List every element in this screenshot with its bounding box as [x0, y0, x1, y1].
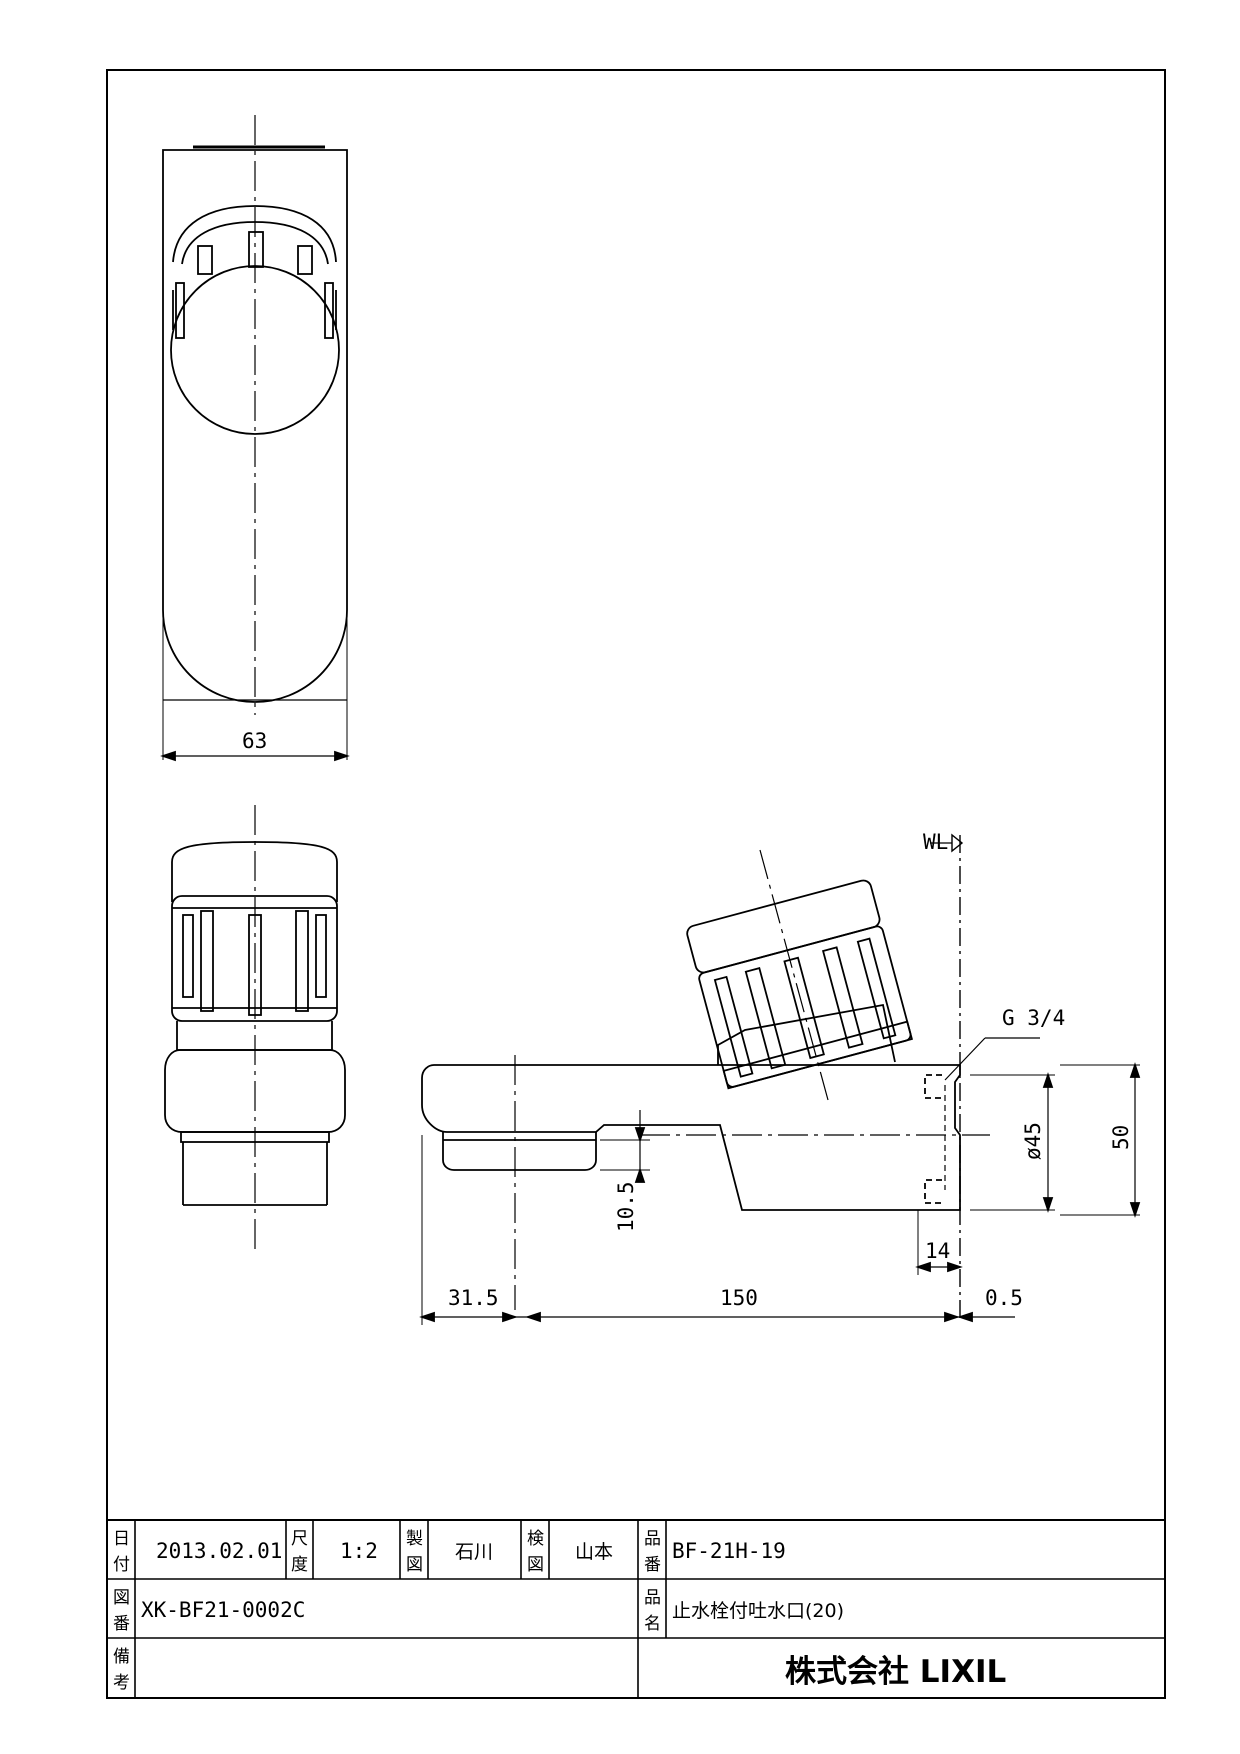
front-view-bottom: [164, 805, 346, 1255]
dim-inlet-14: 14: [925, 1239, 950, 1263]
scale-label-2: 度: [291, 1555, 308, 1575]
drawing-no-label: 図: [113, 1588, 130, 1608]
title-block-text: 日 付 2013.02.01 尺 度 1:2 製 図 石川 検 図 山本 品 番…: [113, 1529, 1006, 1693]
part-no-label-2: 番: [644, 1555, 661, 1575]
date-value: 2013.02.01: [156, 1539, 282, 1563]
scale-value: 1:2: [340, 1539, 378, 1563]
dim-back-31-5: 31.5: [448, 1286, 499, 1310]
date-label: 日: [113, 1529, 130, 1549]
part-no: BF-21H-19: [672, 1539, 786, 1563]
dim-length-150: 150: [720, 1286, 758, 1310]
part-name-label-2: 名: [644, 1614, 661, 1634]
sheet-border: [106, 69, 1166, 1699]
drawing-no-label-2: 番: [113, 1614, 130, 1634]
drawing-no: XK-BF21-0002C: [141, 1598, 305, 1622]
remarks-label: 備: [113, 1647, 130, 1667]
date-label-2: 付: [113, 1555, 130, 1575]
dim-outlet-drop-10-5: 10.5: [614, 1181, 638, 1232]
thread-label: G 3/4: [1002, 1006, 1065, 1030]
dim-height-50: 50: [1109, 1125, 1133, 1150]
dim-width-63: 63: [242, 729, 267, 753]
company-logo: 株式会社 LIXIL: [785, 1654, 1006, 1690]
front-view-top: [160, 115, 350, 762]
part-no-label: 品: [644, 1529, 661, 1549]
scale-label: 尺: [291, 1529, 308, 1549]
wl-label: WL: [923, 830, 948, 854]
side-view: [419, 833, 1141, 1325]
checked-label: 検: [527, 1529, 544, 1549]
dim-flange-dia-45: ø45: [1021, 1122, 1045, 1160]
drawn-by: 石川: [455, 1541, 493, 1563]
part-name: 止水栓付吐水口(20): [672, 1600, 844, 1622]
drawn-label-2: 図: [406, 1555, 423, 1575]
checked-label-2: 図: [527, 1555, 544, 1575]
drawn-label: 製: [406, 1529, 423, 1549]
title-block: [107, 1519, 1165, 1698]
dim-offset-0-5: 0.5: [985, 1286, 1023, 1310]
part-name-label: 品: [644, 1588, 661, 1608]
checked-by: 山本: [575, 1541, 613, 1563]
remarks-label-2: 考: [113, 1673, 130, 1693]
